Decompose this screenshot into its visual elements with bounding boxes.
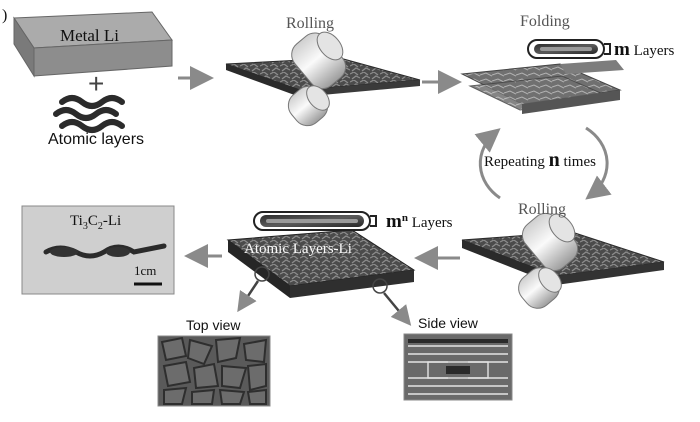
m-layers-stack-icon <box>527 39 611 59</box>
mn-layers-label: mn Layers <box>386 212 453 231</box>
mn-symbol-base: m <box>386 211 402 232</box>
folding-step <box>460 60 624 114</box>
folding-label: Folding <box>520 13 570 30</box>
sample-sub-3: 3 <box>82 221 88 232</box>
repeat-loop-arrows <box>474 126 612 200</box>
atomic-layers-li-composite <box>226 229 416 298</box>
panel-label: ) <box>2 7 8 24</box>
side-view-label: Side view <box>418 315 478 331</box>
rolling-step-bottom <box>461 212 665 309</box>
metal-li-label: Metal Li <box>60 26 120 45</box>
repeating-suffix: times <box>563 154 596 170</box>
photo-sample-label: Ti3C2-Li <box>70 214 121 232</box>
repeating-label: Repeating n times <box>484 150 596 170</box>
m-layers-word: Layers <box>633 43 675 59</box>
upper-roller <box>291 31 347 90</box>
sample-sub-2: 2 <box>97 221 103 232</box>
lower-roller <box>287 85 330 127</box>
atomic-layers-li-label: Atomic Layers-Li <box>244 241 352 257</box>
scale-bar-label: 1cm <box>134 263 157 278</box>
rolling-step-top <box>225 31 421 127</box>
top-view-image <box>157 335 271 407</box>
atomic-layers-icon <box>53 95 125 133</box>
bottom-roller-upper <box>521 212 579 272</box>
side-view-pointer <box>372 278 412 326</box>
mn-layers-word: Layers <box>411 215 453 231</box>
m-layers-label: m Layers <box>614 40 674 59</box>
side-view-image <box>403 333 513 401</box>
rolling-top-label: Rolling <box>286 15 335 32</box>
ti3c2-li-photo <box>21 205 175 295</box>
rolling-bottom-label: Rolling <box>518 201 567 218</box>
plus-sign: + <box>88 68 105 99</box>
sample-li: -Li <box>102 213 122 229</box>
mn-symbol-exp: n <box>401 212 408 224</box>
repeating-prefix: Repeating <box>484 154 545 170</box>
top-view-pointer <box>237 266 270 313</box>
metal-li-block <box>13 11 173 78</box>
n-symbol: n <box>548 149 560 171</box>
top-view-label: Top view <box>186 317 241 333</box>
sample-ti: Ti <box>70 213 83 229</box>
sample-c: C <box>87 213 98 229</box>
mn-layers-stack-icon <box>253 211 377 231</box>
bottom-roller-lower <box>518 267 562 309</box>
m-symbol: m <box>614 39 630 60</box>
atomic-layers-label: Atomic layers <box>48 131 145 148</box>
